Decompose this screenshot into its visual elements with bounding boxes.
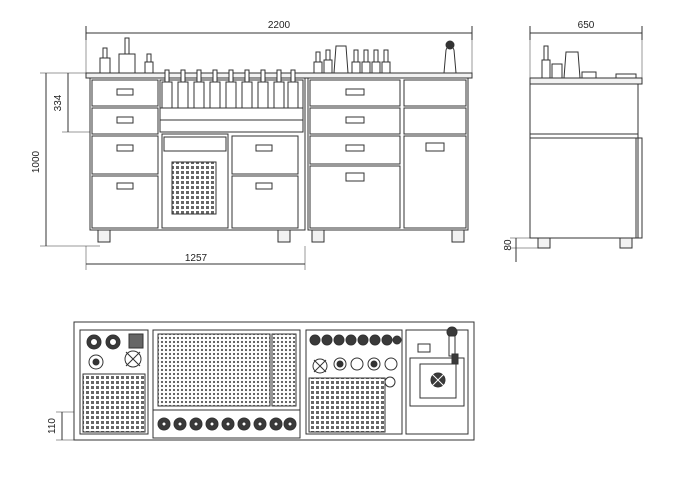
counter-accessories-right bbox=[313, 40, 457, 74]
drawer bbox=[403, 79, 467, 107]
foot bbox=[311, 229, 325, 243]
foot bbox=[97, 229, 111, 243]
dimension-label-counter-height: 1000 bbox=[31, 150, 42, 173]
drawer bbox=[91, 107, 159, 135]
fridge-unit bbox=[161, 133, 229, 229]
drain-grid bbox=[308, 377, 386, 433]
dimension-side-depth bbox=[529, 26, 643, 78]
dimension-label-side-depth: 650 bbox=[578, 20, 595, 31]
dimension-label-shelf-height: 334 bbox=[53, 94, 64, 111]
dimension-shelf-height bbox=[62, 72, 90, 133]
side-countertop bbox=[529, 77, 643, 85]
left-cabinet bbox=[89, 77, 306, 243]
foot bbox=[619, 237, 633, 249]
plan-drainboard bbox=[152, 329, 301, 439]
drawer bbox=[309, 165, 401, 229]
bottles bbox=[161, 69, 299, 109]
foot bbox=[277, 229, 291, 243]
dimension-top-lip bbox=[56, 411, 74, 441]
dimension-counter-height bbox=[40, 72, 100, 247]
bottle-wells bbox=[157, 417, 297, 431]
side-cabinet bbox=[529, 83, 639, 239]
drawer bbox=[309, 135, 401, 165]
drawer bbox=[403, 107, 467, 135]
right-cabinet bbox=[307, 77, 469, 243]
side-elevation bbox=[510, 26, 643, 262]
drawer bbox=[309, 79, 401, 107]
drain-grid bbox=[82, 373, 146, 433]
drawer bbox=[91, 135, 159, 175]
dimension-label-section-width: 1257 bbox=[185, 253, 208, 264]
plan-sink bbox=[405, 326, 469, 435]
drawer bbox=[309, 107, 401, 135]
plan-station-left bbox=[79, 329, 149, 435]
cabinet-door bbox=[403, 135, 467, 229]
plan-station-right bbox=[305, 329, 403, 435]
vent-grille bbox=[171, 161, 217, 215]
drawer bbox=[91, 175, 159, 229]
foot bbox=[537, 237, 551, 249]
dimension-section-width bbox=[85, 246, 306, 270]
side-accessories bbox=[541, 45, 637, 79]
dimension-foot-height bbox=[510, 237, 538, 262]
dimension-label-foot-height: 80 bbox=[503, 239, 514, 251]
dimension-label-total-width: 2200 bbox=[268, 20, 291, 31]
plan-view bbox=[56, 321, 475, 441]
drawer bbox=[91, 79, 159, 107]
dimension-total-width bbox=[85, 26, 473, 73]
foot bbox=[451, 229, 465, 243]
counter-accessories-left bbox=[99, 37, 154, 74]
ingredient-wells bbox=[309, 334, 402, 346]
dimension-label-top-lip: 110 bbox=[47, 418, 58, 434]
front-elevation bbox=[40, 26, 473, 270]
drawer bbox=[231, 135, 299, 175]
drawer bbox=[231, 175, 299, 229]
